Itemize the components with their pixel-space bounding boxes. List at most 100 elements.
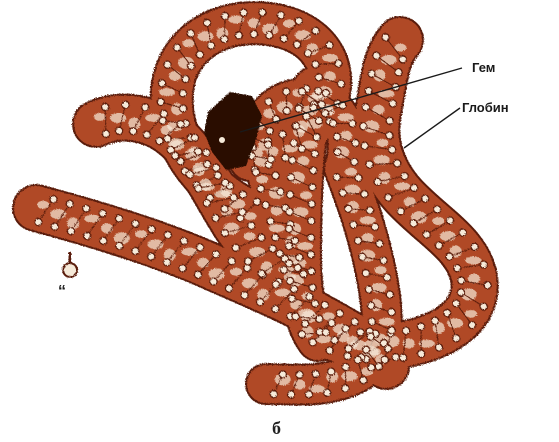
amino-acid-residue (267, 218, 274, 225)
amino-acid-residue (365, 286, 372, 293)
chain-cell (297, 242, 313, 250)
amino-acid-residue (272, 281, 279, 288)
amino-acid-residue (279, 371, 286, 378)
chain-cell (372, 105, 384, 115)
amino-acid-residue (298, 88, 305, 95)
chain-cell (256, 175, 268, 183)
amino-acid-residue (309, 184, 316, 191)
amino-acid-residue (312, 27, 319, 34)
amino-acid-residue (333, 174, 340, 181)
chain-cell (371, 283, 387, 293)
amino-acid-residue (334, 148, 341, 155)
amino-acid-residue (99, 210, 106, 217)
amino-acid-residue (221, 205, 228, 212)
amino-acid-residue (392, 354, 399, 361)
amino-acid-residue (384, 345, 391, 352)
amino-acid-residue (306, 293, 313, 300)
amino-acid-residue (167, 146, 174, 153)
amino-acid-residue (292, 313, 299, 320)
amino-acid-residue (368, 364, 375, 371)
amino-acid-residue (148, 226, 155, 233)
amino-acid-residue (336, 310, 343, 317)
amino-acid-residue (221, 229, 228, 236)
amino-acid-residue (388, 146, 395, 153)
amino-acid-residue (388, 327, 395, 334)
amino-acid-residue (458, 277, 465, 284)
amino-acid-residue (265, 141, 272, 148)
chain-cell (197, 31, 213, 41)
amino-acid-residue (337, 80, 344, 87)
amino-acid-residue (310, 167, 317, 174)
chain-cell (183, 39, 195, 47)
amino-acid-residue (342, 385, 349, 392)
chain-cell (432, 217, 444, 225)
amino-acid-residue (182, 75, 189, 82)
amino-acid-residue (333, 133, 340, 140)
amino-acid-residue (402, 327, 409, 334)
amino-acid-residue (164, 61, 171, 68)
amino-acid-residue (290, 139, 297, 146)
amino-acid-residue (235, 32, 242, 39)
amino-acid-residue (272, 172, 279, 179)
amino-acid-residue (328, 368, 335, 375)
amino-acid-residue (360, 377, 367, 384)
amino-acid-residue (444, 309, 451, 316)
amino-acid-residue (203, 19, 210, 26)
amino-acid-residue (395, 69, 402, 76)
amino-acid-residue (342, 325, 349, 332)
amino-acid-residue (380, 257, 387, 264)
amino-acid-residue (454, 265, 461, 272)
globin-leader-line (404, 108, 460, 148)
amino-acid-residue (204, 161, 211, 168)
amino-acid-residue (287, 391, 294, 398)
chain-cell (300, 191, 312, 199)
amino-acid-residue (330, 120, 337, 127)
amino-acid-residue (349, 120, 356, 127)
amino-acid-residue (194, 271, 201, 278)
amino-acid-residue (122, 101, 129, 108)
amino-acid-residue (294, 264, 301, 271)
amino-acid-residue (362, 269, 369, 276)
amino-acid-residue (214, 172, 221, 179)
amino-acid-residue (210, 278, 217, 285)
amino-acid-residue (345, 205, 352, 212)
amino-acid-residue (230, 194, 237, 201)
chain-cell (197, 258, 209, 268)
amino-acid-residue (282, 154, 289, 161)
amino-acid-residue (257, 185, 264, 192)
amino-acid-residue (366, 161, 373, 168)
amino-acid-residue (296, 254, 303, 261)
amino-acid-residue (277, 11, 284, 18)
chain-cell (465, 256, 481, 264)
amino-acid-residue (362, 346, 369, 353)
amino-acid-residue (280, 266, 287, 273)
amino-acid-residue (180, 237, 187, 244)
amino-acid-residue (225, 285, 232, 292)
amino-acid-residue (355, 237, 362, 244)
amino-acid-residue (132, 220, 139, 227)
amino-acid-residue (457, 289, 464, 296)
amino-acid-residue (422, 195, 429, 202)
amino-acid-residue (272, 305, 279, 312)
amino-acid-residue (212, 251, 219, 258)
amino-acid-residue (394, 160, 401, 167)
amino-acid-residue (272, 234, 279, 241)
amino-acid-residue (262, 201, 269, 208)
amino-acid-residue (248, 222, 255, 229)
amino-acid-residue (115, 127, 122, 134)
amino-acid-residue (290, 285, 297, 292)
amino-acid-residue (266, 127, 273, 134)
amino-acid-residue (388, 309, 395, 316)
amino-acid-residue (389, 100, 396, 107)
amino-acid-residue (132, 248, 139, 255)
amino-acid-residue (468, 321, 475, 328)
chain-cell (292, 207, 308, 217)
amino-acid-residue (459, 229, 466, 236)
amino-acid-residue (361, 142, 368, 149)
amino-acid-residue (245, 258, 252, 265)
chain-cell (379, 318, 395, 326)
amino-acid-residue (143, 131, 150, 138)
amino-acid-residue (188, 62, 195, 69)
chain-cell (345, 168, 357, 176)
amino-acid-residue (148, 253, 155, 260)
